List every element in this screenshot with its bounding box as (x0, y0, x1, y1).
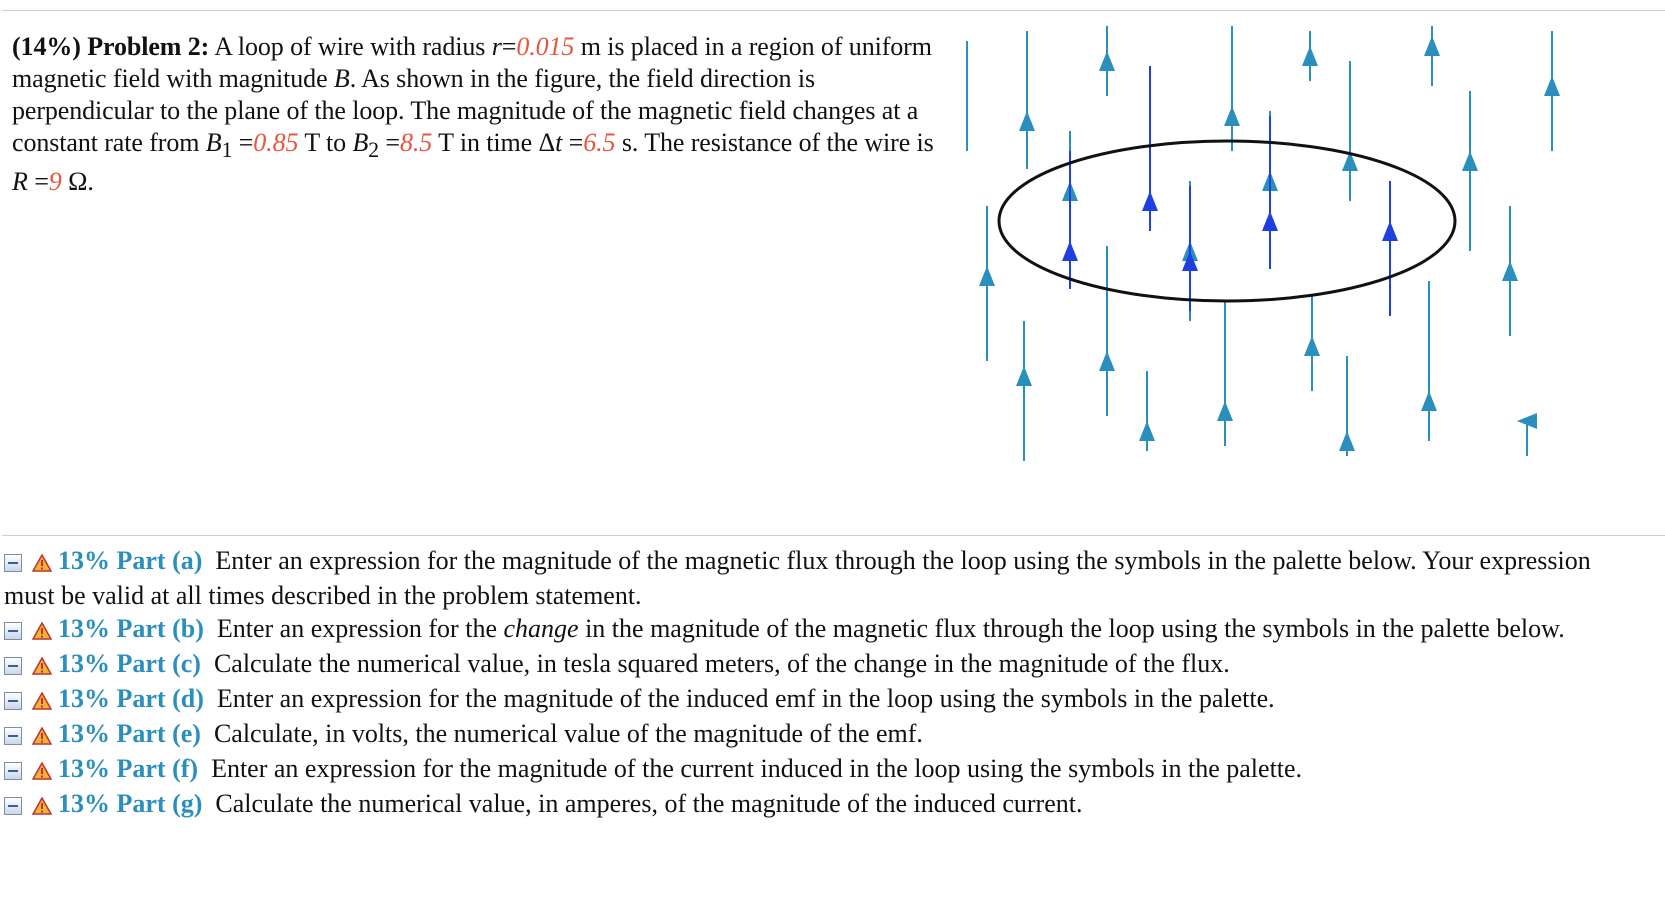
collapse-icon[interactable] (4, 692, 22, 710)
part-heading[interactable]: 13% Part (d) (58, 684, 204, 713)
collapse-icon[interactable] (4, 727, 22, 745)
part-icons (4, 649, 52, 682)
part-b[interactable]: 13% Part (b) Enter an expression for the… (4, 612, 1604, 647)
radius-symbol: r (491, 32, 502, 61)
collapse-icon[interactable] (4, 657, 22, 675)
magnetic-field-figure (966, 26, 1560, 461)
part-heading[interactable]: 13% Part (c) (58, 649, 201, 678)
radius-value: 0.015 (516, 32, 575, 61)
b1-value: 0.85 (253, 128, 299, 157)
part-icons (4, 719, 52, 752)
part-heading[interactable]: 13% Part (a) (58, 546, 203, 575)
resistance-value: 9 (48, 167, 62, 197)
part-e[interactable]: 13% Part (e) Calculate, in volts, the nu… (4, 717, 1604, 752)
warning-icon (32, 657, 52, 675)
field-lines (966, 26, 1560, 461)
warning-icon (32, 727, 52, 745)
part-text: Enter an expression for the magnitude of… (4, 546, 1591, 610)
problem-text-6: s. The resistance of the wire is (621, 128, 934, 157)
part-c[interactable]: 13% Part (c) Calculate the numerical val… (4, 647, 1604, 682)
equals: = (501, 32, 517, 61)
collapse-icon[interactable] (4, 622, 22, 640)
problem-text-2: m is placed in a region of uniform magne… (12, 32, 932, 93)
time-symbol: t (555, 128, 563, 157)
part-a[interactable]: 13% Part (a) Enter an expression for the… (4, 544, 1604, 612)
problem-text-4: T to (304, 128, 347, 157)
equals: = (34, 167, 49, 197)
problem-statement: (14%) Problem 2: A loop of wire with rad… (12, 31, 947, 198)
b2-subscript: 2 (368, 138, 380, 163)
field-lines-inside-loop (1062, 66, 1398, 316)
part-icons (4, 614, 52, 647)
b1-symbol: B (205, 128, 222, 157)
part-icons (4, 684, 52, 717)
part-text: Enter an expression for the (216, 614, 497, 643)
problem-text-5: T in time (438, 128, 533, 157)
part-text: Calculate the numerical value, in tesla … (213, 649, 1230, 678)
problem-text-3: . As shown in the figure, the field dire… (12, 64, 919, 157)
part-heading[interactable]: 13% Part (e) (58, 719, 201, 748)
equals: = (238, 128, 254, 157)
problem-text-7: Ω. (68, 167, 94, 197)
part-text: Enter an expression for the magnitude of… (216, 684, 1275, 713)
time-value: 6.5 (583, 128, 616, 157)
warning-icon (32, 554, 52, 572)
part-text-tail: in the magnitude of the magnetic flux th… (585, 614, 1565, 643)
part-text: Calculate, in volts, the numerical value… (213, 719, 923, 748)
part-f[interactable]: 13% Part (f) Enter an expression for the… (4, 752, 1604, 787)
part-text-emphasis: change (503, 614, 579, 643)
parts-list: 13% Part (a) Enter an expression for the… (4, 544, 1604, 822)
problem-weight: (14%) (12, 32, 81, 61)
part-icons (4, 754, 52, 787)
equals: = (385, 128, 400, 157)
problem-title: Problem 2: (87, 32, 210, 61)
part-icons (4, 546, 52, 579)
b2-value: 8.5 (400, 128, 433, 157)
field-symbol: B (333, 64, 350, 93)
part-heading[interactable]: 13% Part (f) (58, 754, 199, 783)
warning-icon (32, 762, 52, 780)
part-heading[interactable]: 13% Part (g) (58, 789, 203, 818)
wire-loop (997, 139, 1457, 303)
delta-symbol: Δ (538, 128, 556, 157)
warning-icon (32, 797, 52, 815)
part-g[interactable]: 13% Part (g) Calculate the numerical val… (4, 787, 1604, 822)
b2-symbol: B (352, 128, 369, 157)
part-text: Calculate the numerical value, in ampere… (215, 789, 1083, 818)
warning-icon (32, 622, 52, 640)
collapse-icon[interactable] (4, 762, 22, 780)
b1-subscript: 1 (221, 138, 233, 163)
problem-text-1: A loop of wire with radius (214, 32, 486, 61)
part-d[interactable]: 13% Part (d) Enter an expression for the… (4, 682, 1604, 717)
collapse-icon[interactable] (4, 797, 22, 815)
collapse-icon[interactable] (4, 554, 22, 572)
resistance-symbol: R (12, 167, 28, 197)
part-text: Enter an expression for the magnitude of… (211, 754, 1303, 783)
problem-panel: (14%) Problem 2: A loop of wire with rad… (2, 10, 1665, 536)
part-heading[interactable]: 13% Part (b) (58, 614, 204, 643)
part-icons (4, 789, 52, 822)
equals: = (568, 128, 584, 157)
warning-icon (32, 692, 52, 710)
